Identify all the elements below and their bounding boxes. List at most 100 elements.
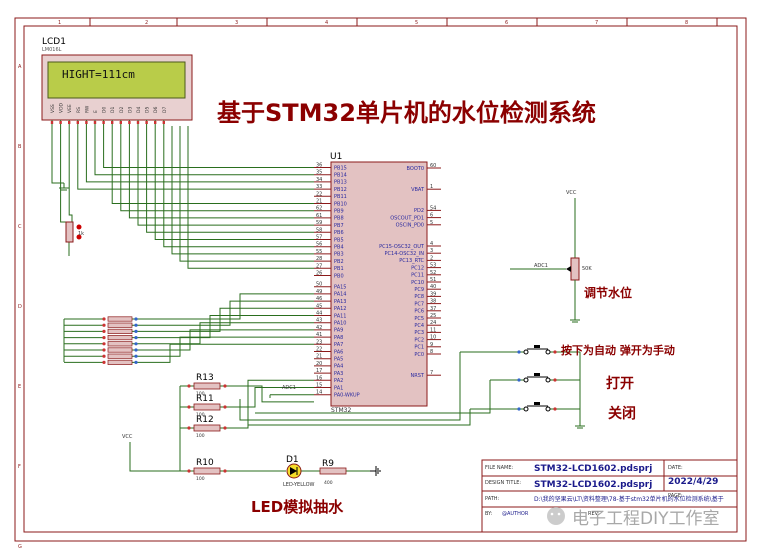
led-caption: LED模拟抽水: [251, 498, 344, 516]
tb-file-label: FILE NAME:: [485, 465, 514, 471]
lcd-pin-label: D0: [102, 107, 108, 113]
mcu-pin-name: PD2: [414, 208, 424, 214]
resistor-probe: [223, 384, 227, 388]
contrast-pot-probe: [76, 224, 82, 230]
mcu-ref-label: U1: [330, 152, 342, 162]
switch-contact: [545, 406, 551, 412]
mcu-pin-name: PB8: [334, 216, 344, 222]
lcd-pin-marker: [136, 121, 140, 124]
lcd-pin-marker: [85, 121, 88, 124]
lcd-pin-marker: [76, 121, 79, 124]
mcu-pin-number: 17: [316, 368, 322, 374]
lcd-pin-label: D4: [136, 107, 142, 113]
resistor-ref: R10: [196, 458, 214, 468]
pullup-resistor-array[interactable]: [102, 316, 138, 365]
contrast-potentiometer[interactable]: 1k: [65, 221, 84, 243]
mcu-pin-number: 20: [316, 361, 322, 367]
lcd-pin-label: D2: [119, 107, 125, 113]
switch-contact: [545, 377, 551, 383]
lcd-pin-label: E: [93, 110, 99, 113]
resistor-body: [319, 467, 347, 475]
lcd-pin-marker: [111, 121, 114, 124]
resistor-body: [193, 382, 221, 390]
lcd-pin-label: D1: [110, 107, 116, 113]
switch-close-caption: 关闭: [608, 405, 636, 422]
resistor-ref: R9: [322, 459, 334, 469]
mcu-pin-number: 53: [430, 263, 436, 269]
resistor-probe: [187, 469, 191, 473]
frame-tick-label: 3: [235, 20, 238, 26]
mcu-pin-name: PA5: [334, 357, 343, 363]
mcu-pin-name: PB11: [334, 194, 347, 200]
mcu-pin-number: 60: [430, 163, 436, 169]
mcu-pin-name: OSCIN_PD0: [396, 223, 424, 229]
resistor-probe: [223, 405, 227, 409]
mcu-pin-number: 14: [316, 390, 322, 396]
tb-by-label: BY:: [485, 511, 493, 517]
resistor-ref: R11: [196, 394, 214, 404]
mcu-pin-name: PA7: [334, 342, 343, 348]
mcu-pin-name: PC7: [414, 301, 424, 307]
mcu-pin-number: 4: [430, 241, 433, 247]
mcu-pin-name: PB7: [334, 223, 344, 229]
network-resistor: [107, 335, 133, 341]
lcd-pin-marker: [154, 121, 157, 124]
water-level-potentiometer[interactable]: VCC 50K 调节水位 ADC1: [510, 190, 632, 323]
mcu-pin-number: 15: [316, 383, 322, 389]
vcc-label-right: VCC: [566, 190, 577, 196]
mcu-pin-name: PC9: [414, 287, 424, 293]
network-probe: [134, 329, 138, 333]
switch-probe: [553, 378, 557, 382]
mcu-pin-name: PC8: [414, 294, 424, 300]
mcu-pin-number: 38: [430, 299, 436, 305]
network-probe: [134, 323, 138, 327]
mcu-pin-name: PA6: [334, 349, 343, 355]
led-d1[interactable]: D1 LED-YELLOW: [283, 455, 315, 488]
mcu-pin-name: PC5: [414, 316, 424, 322]
tb-by-value: @AUTHOR: [502, 511, 529, 517]
mcu-pin-name: PA15: [334, 285, 346, 291]
tb-page-label: PAGE:: [668, 493, 683, 499]
mcu-pin-name: OSCOUT_PD1: [390, 215, 424, 221]
frame-tick-label: C: [18, 224, 22, 230]
network-resistor: [107, 347, 133, 353]
mcu-pin-number: 45: [316, 303, 322, 309]
mcu-pin-number: 46: [316, 296, 322, 302]
tb-rev-label: REV:: [588, 511, 600, 517]
switch-contact: [523, 377, 529, 383]
network-resistor: [107, 322, 133, 328]
mcu-pin-name: PA8: [334, 335, 343, 341]
switch-button[interactable]: [534, 373, 540, 376]
mcu-pin-name: PB9: [334, 209, 344, 215]
mcu-pin-name: PC14-OSC32_IN: [385, 251, 425, 257]
tb-design-value: STM32-LCD1602.pdsprj: [534, 480, 652, 490]
switch-open-caption: 打开: [606, 375, 634, 392]
mcu-pin-name: PC0: [414, 352, 424, 358]
switches: [517, 345, 557, 412]
mcu-pin-number: 36: [316, 163, 322, 169]
switch-probe: [553, 407, 557, 411]
level-pot-value: 50K: [582, 266, 592, 272]
resistor-value: 100: [196, 433, 205, 439]
watermark-text: 电子工程DIY工作室: [572, 509, 720, 529]
switch-button[interactable]: [534, 402, 540, 405]
wechat-icon: [547, 507, 565, 525]
mcu-pin-number: 23: [316, 339, 322, 345]
frame-tick-label: G: [18, 544, 22, 550]
switch-probe: [517, 378, 521, 382]
switch-button[interactable]: [534, 345, 540, 348]
ground-symbol: [59, 183, 69, 191]
vcc-label-left: VCC: [122, 434, 133, 440]
mcu-pin-number: 22: [316, 191, 322, 197]
network-probe: [102, 336, 106, 340]
mcu-pin-number: 37: [430, 306, 436, 312]
network-resistor: [107, 328, 133, 334]
mcu-pin-number: 55: [316, 249, 322, 255]
mcu-pin-number: 52: [430, 270, 436, 276]
resistor-value: 400: [324, 480, 333, 486]
mcu-pin-name: NRST: [411, 373, 425, 379]
